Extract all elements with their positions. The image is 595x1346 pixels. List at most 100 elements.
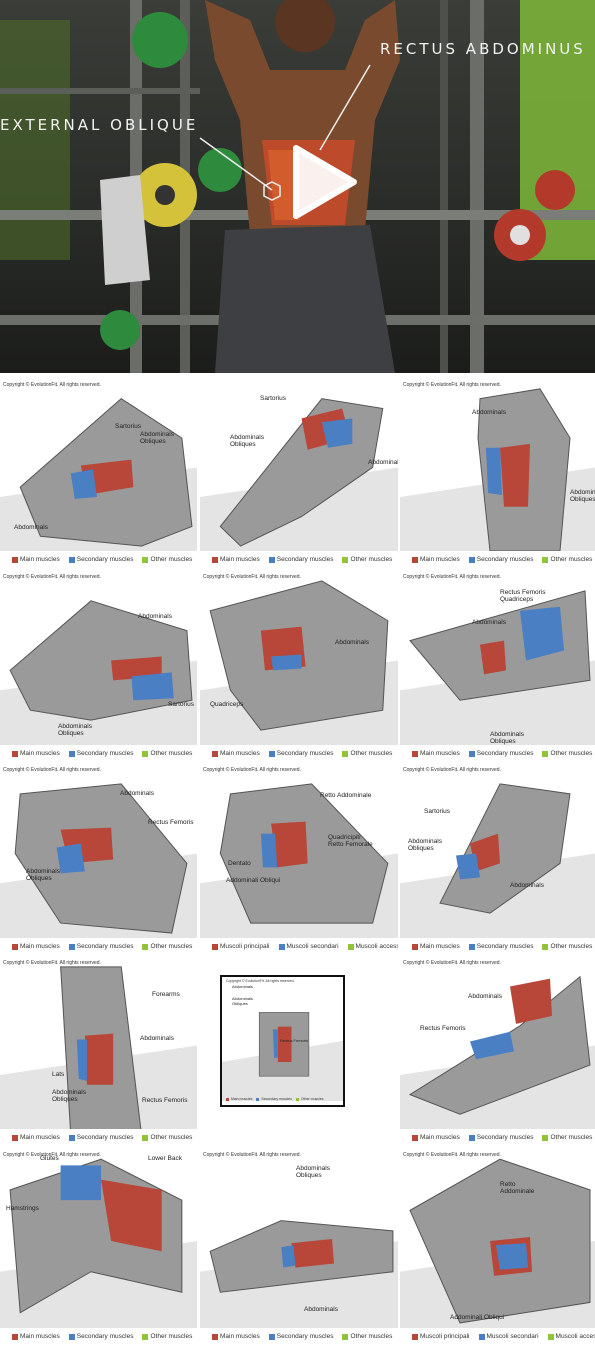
muscle-label: Lower Back: [148, 1155, 182, 1162]
legend-item: Secondary muscles: [68, 1333, 134, 1340]
muscle-label: Abdominals Obliques: [230, 434, 264, 448]
legend-item: Other muscles: [542, 556, 592, 563]
exercise-card[interactable]: Copyright © EvolutionFit. All rights res…: [200, 957, 398, 1145]
secondary-muscle-region: [70, 469, 97, 499]
legend-item: Secondary muscles: [468, 556, 534, 563]
copyright-text: Copyright © EvolutionFit. All rights res…: [403, 382, 501, 388]
legend-swatch: [468, 1134, 475, 1141]
framed-thumbnail: [220, 975, 345, 1107]
legend-label: Main muscles: [220, 1333, 260, 1340]
exercise-card[interactable]: Copyright © EvolutionFit. All rights res…: [200, 571, 398, 761]
exercise-card[interactable]: Copyright © EvolutionFit. All rights res…: [0, 957, 197, 1145]
legend-swatch: [212, 556, 218, 563]
muscle-label: Abdominals: [304, 1306, 338, 1313]
legend-label: Main muscles: [20, 556, 60, 563]
legend-label: Other muscles: [350, 750, 393, 757]
main-muscle-region: [510, 978, 552, 1024]
legend-swatch: [412, 556, 418, 563]
legend-swatch: [268, 750, 275, 757]
legend-label: Other muscles: [300, 1097, 324, 1101]
exercise-figure: [200, 398, 398, 551]
exercise-illustration-grid: Copyright © EvolutionFit. All rights res…: [0, 379, 595, 1346]
muscle-label: Abdominals: [14, 524, 48, 531]
secondary-muscle-region: [470, 1031, 514, 1060]
legend-item: Main muscles: [12, 1134, 60, 1141]
legend-label: Secondary muscles: [476, 556, 534, 563]
legend-item: Main muscles: [412, 750, 460, 757]
legend-swatch: [12, 1333, 18, 1340]
legend-label: Secondary muscles: [476, 750, 534, 757]
secondary-muscle-region: [486, 447, 502, 495]
muscle-label: Sartorius: [115, 423, 142, 430]
legend-swatch: [68, 556, 75, 563]
exercise-card[interactable]: Copyright © EvolutionFit. All rights res…: [400, 764, 595, 954]
exercise-figure: [400, 1158, 595, 1328]
legend-label: Main muscles: [20, 750, 60, 757]
muscle-label: Abdominals: [368, 459, 398, 466]
legend-label: Muscoli accessori: [355, 943, 398, 950]
legend-item: Main muscles: [412, 1134, 460, 1141]
muscle-label: Rectus Femoris: [420, 1025, 466, 1032]
muscle-label: Rectus Femoris: [142, 1097, 188, 1104]
legend-swatch: [142, 750, 149, 757]
legend-item: Other muscles: [142, 750, 192, 757]
legend-swatch: [342, 750, 349, 757]
exercise-figure: [200, 1220, 398, 1328]
legend-label: Secondary muscles: [76, 1333, 134, 1340]
legend-label: Secondary muscles: [476, 943, 534, 950]
legend-label: Main muscles: [220, 556, 260, 563]
muscle-label: Glutes: [40, 1155, 59, 1162]
muscle-label: Addominali Obliqui: [450, 1314, 505, 1321]
legend-item: Main muscles: [212, 556, 260, 563]
exercise-card[interactable]: Copyright © EvolutionFit. All rights res…: [0, 571, 197, 761]
exercise-card[interactable]: Copyright © EvolutionFit. All rights res…: [0, 379, 197, 567]
legend-item: Main muscles: [412, 943, 460, 950]
exercise-card[interactable]: Copyright © EvolutionFit. All rights res…: [400, 379, 595, 567]
exercise-card[interactable]: Copyright © EvolutionFit. All rights res…: [200, 1149, 398, 1344]
legend-item: Secondary muscles: [256, 1097, 292, 1101]
legend-swatch: [142, 943, 149, 950]
secondary-muscle-region: [321, 418, 353, 448]
legend-label: Secondary muscles: [276, 556, 334, 563]
legend-label: Main muscles: [20, 1333, 60, 1340]
rectus-abdominus-label: RECTUS ABDOMINUS: [380, 40, 586, 58]
exercise-card[interactable]: Copyright © EvolutionFit. All rights res…: [200, 764, 398, 954]
exercise-card[interactable]: Copyright © EvolutionFit. All rights res…: [400, 957, 595, 1145]
legend-swatch: [412, 943, 418, 950]
legend-item: Secondary muscles: [68, 750, 133, 757]
legend-label: Other muscles: [350, 1333, 393, 1340]
muscle-label: Abdominals: [468, 993, 502, 1000]
muscle-label: Quadriceps: [210, 701, 244, 708]
legend-swatch: [412, 750, 418, 757]
legend-label: Main muscles: [420, 750, 460, 757]
exercise-card[interactable]: Copyright © EvolutionFit. All rights res…: [400, 1149, 595, 1344]
legend-swatch: [256, 1097, 260, 1101]
legend-swatch: [547, 1333, 554, 1340]
legend-label: Secondary muscles: [261, 1097, 292, 1101]
copyright-text: Copyright © EvolutionFit. All rights res…: [3, 382, 101, 388]
legend-swatch: [542, 750, 549, 757]
secondary-muscle-region: [520, 606, 564, 661]
play-icon[interactable]: [290, 142, 360, 222]
muscle-label: Quadricipiti Retto Femorale: [328, 834, 373, 848]
legend-swatch: [295, 1097, 299, 1101]
exercise-card[interactable]: Copyright © EvolutionFit. All rights res…: [0, 764, 197, 954]
exercise-figure: [0, 1158, 197, 1328]
exercise-card[interactable]: Copyright © EvolutionFit. All rights res…: [0, 1149, 197, 1344]
copyright-text: Copyright © EvolutionFit. All rights res…: [403, 960, 501, 966]
legend-item: Main muscles: [226, 1097, 252, 1101]
legend-item: Secondary muscles: [68, 943, 133, 950]
legend-item: Muscoli accessori: [347, 943, 398, 950]
exercise-card[interactable]: Copyright © EvolutionFit. All rights res…: [400, 571, 595, 761]
legend-item: Main muscles: [12, 556, 60, 563]
legend-label: Muscoli secondari: [486, 1333, 539, 1340]
muscle-label: Retto Addominale: [500, 1181, 535, 1195]
legend-label: Other muscles: [150, 750, 193, 757]
legend-swatch: [342, 556, 349, 563]
hero-video[interactable]: RECTUS ABDOMINUS EXTERNAL OBLIQUE: [0, 0, 595, 373]
legend-item: Other muscles: [142, 556, 192, 563]
legend-label: Other muscles: [150, 943, 193, 950]
legend-label: Secondary muscles: [276, 1333, 334, 1340]
